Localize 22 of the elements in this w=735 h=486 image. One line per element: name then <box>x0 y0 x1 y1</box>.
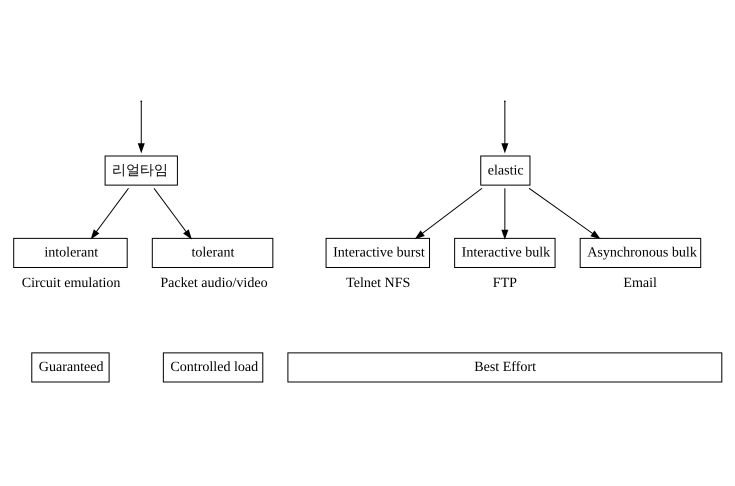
node-box: 리얼타임 <box>104 155 178 186</box>
node-box: Guaranteed <box>31 352 110 382</box>
node-box: Interactive bulk <box>454 238 556 268</box>
node-box: intolerant <box>13 238 128 268</box>
arrow <box>138 102 145 154</box>
node-box: Best Effort <box>287 352 722 382</box>
node-box: Controlled load <box>162 352 264 382</box>
node-label: Circuit emulation <box>22 274 120 291</box>
node-box: Interactive burst <box>326 238 430 268</box>
arrow <box>501 102 508 154</box>
arrow <box>90 188 129 240</box>
node-label: Email <box>623 274 657 291</box>
node-label: FTP <box>492 274 518 291</box>
node-box: elastic <box>480 155 530 186</box>
node-box: tolerant <box>152 238 274 268</box>
arrow <box>414 188 482 240</box>
arrow <box>154 188 192 240</box>
node-box: Asynchronous bulk <box>580 238 702 268</box>
node-label: Packet audio/video <box>160 274 268 291</box>
arrow <box>501 188 508 240</box>
node-label: Telnet NFS <box>346 274 410 291</box>
arrow <box>528 188 601 240</box>
